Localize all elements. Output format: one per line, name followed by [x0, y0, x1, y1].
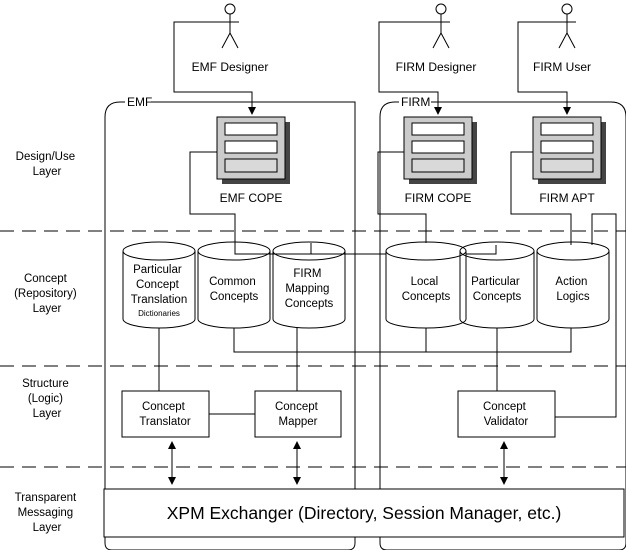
emf-designer-actor-icon: [221, 3, 239, 49]
emf-region-label: EMF: [127, 95, 152, 109]
firm-region-box: [379, 101, 626, 550]
translation-dictionaries-cylinder: [122, 241, 196, 329]
firm-designer-actor-icon: [432, 3, 450, 49]
local-particular-bus: [425, 328, 498, 391]
firm-designer-label: FIRM Designer: [396, 60, 477, 74]
emf-cope-window-icon: [216, 116, 290, 184]
particular-concepts-cylinder: [459, 241, 535, 329]
emf-designer-label: EMF Designer: [192, 60, 269, 74]
firm-user-label: FIRM User: [533, 60, 591, 74]
concept-validator-label: Concept Validator: [483, 401, 529, 428]
concept-mapper-label: Concept Mapper: [275, 401, 321, 428]
firm-apt-repo-connector: [510, 151, 572, 245]
firm-mapping-concepts-label: FIRM Mapping Concepts: [285, 268, 334, 310]
xpm-exchanger-box: [103, 488, 625, 538]
firm-user-actor-icon: [558, 3, 576, 49]
layer-concept: Concept (Repository) Layer: [14, 273, 80, 315]
firm-cope-to-particular-connector: [311, 245, 497, 255]
action-logics-label: Action Logics: [555, 276, 590, 303]
layer-messaging: Transparent Messaging Layer: [15, 492, 80, 534]
firm-user-connector: [517, 21, 571, 115]
firm-cope-window-icon: [403, 116, 477, 184]
firm-mapping-concepts-cylinder: [272, 241, 346, 329]
firm-cope-label: FIRM COPE: [405, 191, 472, 205]
emf-designer-connector: [173, 21, 256, 115]
validator-to-action-connector: [555, 213, 617, 418]
xpm-exchanger-label: XPM Exchanger (Directory, Session Manage…: [167, 503, 562, 523]
concept-validator-box: [457, 390, 556, 438]
layer-design-use: Design/Use Layer: [16, 151, 79, 178]
action-logics-cylinder: [536, 241, 610, 329]
dictionaries-label: Dictionaries: [138, 309, 180, 318]
concept-mapper-box: [254, 390, 342, 438]
common-concepts-label: Common Concepts: [209, 276, 259, 303]
firm-designer-connector: [378, 21, 442, 115]
concept-translator-box: [121, 390, 210, 438]
firm-apt-window-icon: [532, 116, 606, 184]
concept-translator-label: Concept Translator: [139, 401, 191, 428]
emf-region-box: [104, 101, 356, 550]
translation-label: Particular Concept Translation: [131, 264, 187, 306]
emf-cope-label: EMF COPE: [220, 191, 283, 205]
local-concepts-label: Local Concepts: [402, 276, 451, 303]
layer-structure: Structure (Logic) Layer: [22, 378, 72, 420]
common-firm-local-bus: [233, 328, 572, 353]
firm-apt-label: FIRM APT: [539, 191, 595, 205]
firm-cope-repo-connector: [377, 151, 427, 243]
particular-concepts-label: Particular Concepts: [471, 276, 523, 303]
common-concepts-cylinder: [197, 241, 271, 329]
firm-region-label: FIRM: [401, 95, 430, 109]
